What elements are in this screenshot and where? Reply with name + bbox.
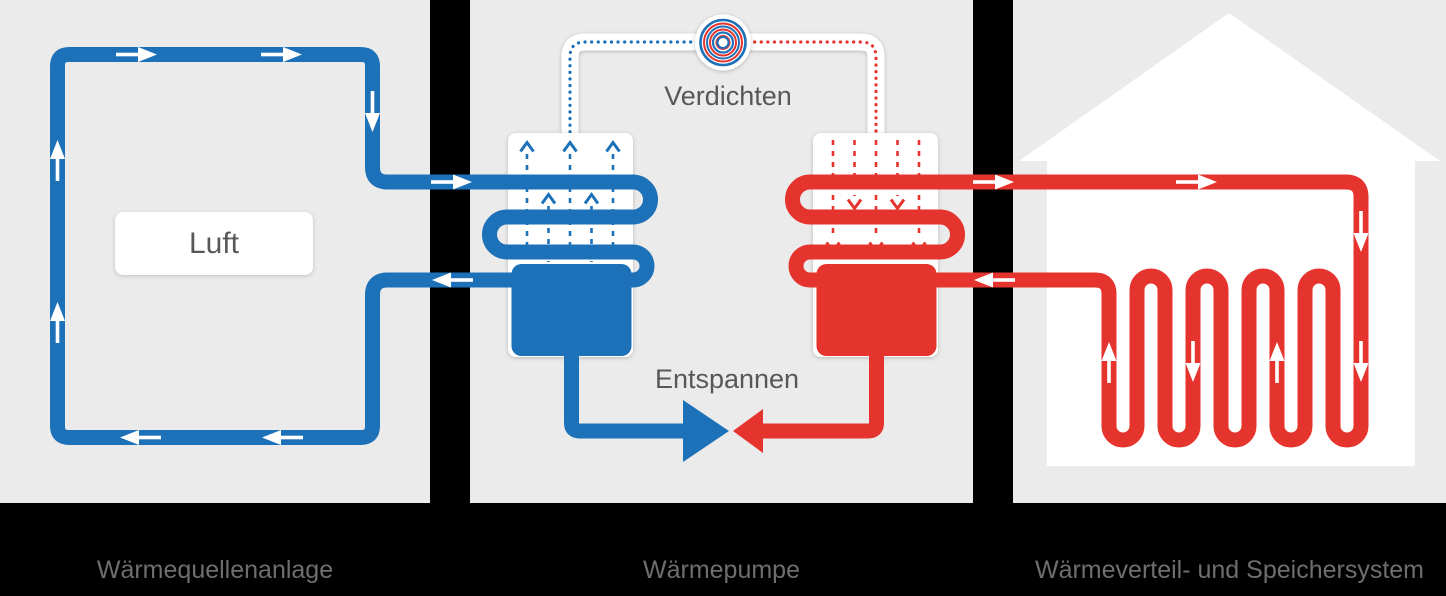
expand-label: Entspannen bbox=[654, 364, 800, 394]
heating-circuit-pipe bbox=[785, 174, 1369, 448]
caption-heat-pump: Wärmepumpe bbox=[643, 556, 800, 584]
condenser-tank bbox=[816, 264, 937, 356]
evaporator-tank bbox=[511, 264, 632, 356]
refrigerant-line-hot bbox=[763, 352, 884, 439]
refrigerant-line-cold bbox=[564, 352, 683, 439]
caption-distribution-system: Wärmeverteil- und Speichersystem bbox=[1034, 556, 1424, 584]
compressor-icon bbox=[695, 14, 751, 71]
caption-heat-source-system: Wärmequellenanlage bbox=[96, 556, 334, 584]
compress-label: Verdichten bbox=[664, 81, 792, 111]
expansion-valve-icon bbox=[683, 400, 763, 462]
house-roof bbox=[1019, 13, 1440, 161]
suction-gas-dotted-line bbox=[568, 40, 700, 147]
hot-gas-dotted-line bbox=[746, 40, 878, 147]
air-medium-label: Luft bbox=[188, 226, 240, 260]
air-medium-box: Luft bbox=[115, 212, 313, 275]
air-circuit-pipe bbox=[50, 47, 658, 445]
